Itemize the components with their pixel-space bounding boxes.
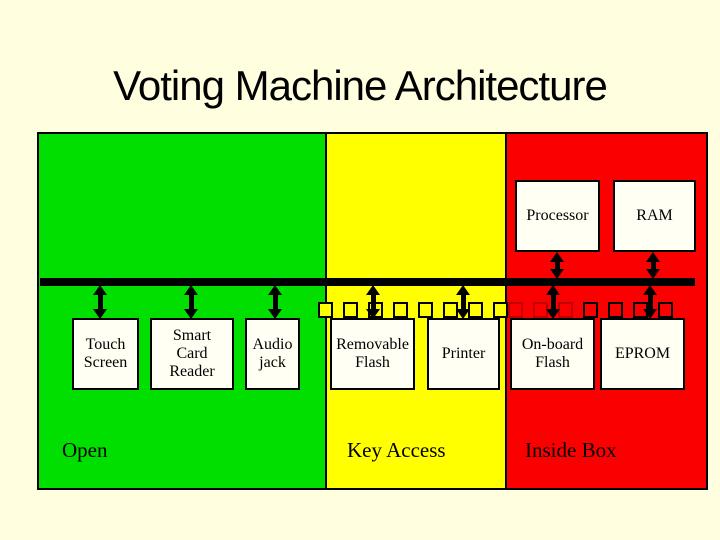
bus-arrow-ram (646, 252, 660, 279)
box-touch-screen: Touch Screen (72, 318, 139, 390)
zone-label-inside-box: Inside Box (525, 438, 617, 462)
bus-arrow-audio-jack (268, 285, 282, 319)
pin-icon (508, 302, 523, 318)
box-onboard-flash: On-board Flash (510, 318, 595, 390)
bus-arrow-printer (456, 285, 470, 319)
bus-arrow-removable-flash (366, 285, 380, 319)
bus-arrow-smart-card-reader (184, 285, 198, 319)
bus-arrow-onboard-flash (546, 285, 560, 319)
bus-arrow-eprom (643, 285, 657, 319)
box-eprom: EPROM (600, 318, 685, 390)
pin-icon (658, 302, 673, 318)
pin-icon (418, 302, 433, 318)
architecture-diagram: Open Key Access Inside Box Touch Screen … (37, 132, 708, 490)
box-smart-card-reader: Smart Card Reader (150, 318, 234, 390)
page-title: Voting Machine Architecture (113, 62, 608, 109)
system-bus (40, 278, 695, 286)
zone-label-open: Open (62, 438, 108, 462)
box-processor: Processor (515, 180, 600, 252)
pin-icon (468, 302, 483, 318)
box-printer: Printer (427, 318, 500, 390)
zone-open: Open (39, 134, 325, 488)
box-ram: RAM (613, 180, 696, 252)
zone-label-key-access: Key Access (347, 438, 446, 462)
pin-icon (493, 302, 508, 318)
bus-arrow-processor (550, 252, 564, 279)
box-removable-flash: Removable Flash (330, 318, 415, 390)
pin-icon (608, 302, 623, 318)
bus-arrow-touch-screen (93, 285, 107, 319)
pin-icon (583, 302, 598, 318)
pin-icon (558, 302, 573, 318)
pin-icon (318, 302, 333, 318)
pin-icon (393, 302, 408, 318)
pin-icon (343, 302, 358, 318)
box-audio-jack: Audio jack (245, 318, 300, 390)
